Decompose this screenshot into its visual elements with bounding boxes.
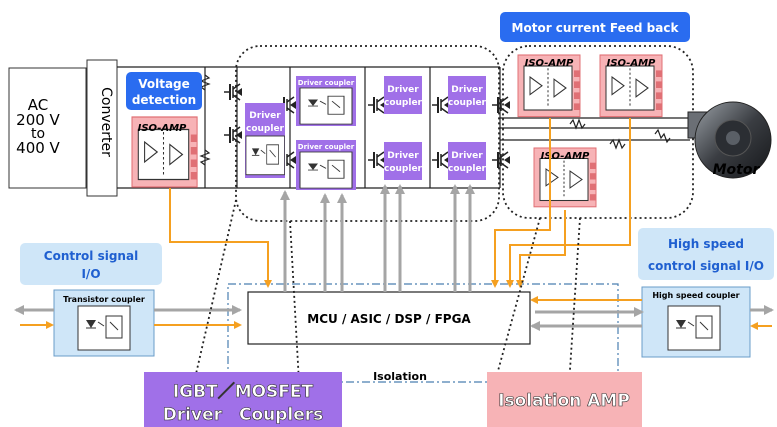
converter-box [86,59,118,197]
svg-text:Driver: Driver [387,151,419,161]
iso-amp-right-1: ISO-AMP [517,54,581,118]
voltage-detection-line1: Voltage [138,77,190,91]
svg-text:Driver: Driver [387,85,419,95]
converter-label: Converter [98,87,114,157]
isolation-label: Isolation [373,370,427,383]
svg-text:Driver: Driver [451,85,483,95]
iso-amp-bottom: ISO-AMP [533,147,597,208]
ac-label: AC [28,96,48,114]
driver-coupler-small-bottom: Driver coupler [296,140,356,190]
transistor-coupler: Transistor coupler [53,289,155,357]
iso-amp-left: ISO-AMP [131,116,198,188]
mcu-label: MCU / ASIC / DSP / FPGA [307,312,471,326]
iso-amp-right-2-label: ISO-AMP [607,58,656,69]
driver-coupler-2-top: Driver coupler [384,76,423,114]
iso-amp-right-2: ISO-AMP [599,54,663,118]
driver-coupler-small-top: Driver coupler [296,76,356,126]
isolation-boundary [227,283,619,383]
igbt-banner-line2: Driver Couplers [163,405,324,425]
io-arrows [14,296,774,331]
high-speed-coupler: High speed coupler [641,286,751,358]
dc-bus-wires [117,66,690,189]
driver-coupler-3-bottom: Driver coupler [448,142,487,180]
ac-source-box [8,67,87,189]
svg-text:coupler: coupler [246,124,285,134]
ac-voltage-low: 200 V [16,111,60,129]
high-speed-io-line2: control signal I/O [648,259,764,273]
igbt-banner [144,372,342,427]
control-io-line2: I/O [81,267,100,281]
iso-amp-bottom-label: ISO-AMP [541,151,590,162]
driver-group-outline [235,45,500,222]
banner-leader-lines [189,199,581,401]
mcu-box [247,291,531,345]
motor-feedback-badge [500,12,690,42]
high-speed-io-line1: High speed [668,237,744,251]
ac-to-label: to [31,126,45,142]
isoamp-feedback-lines [169,118,631,288]
transistor-coupler-label: Transistor coupler [63,295,145,304]
iso-amp-left-label: ISO-AMP [138,123,187,134]
svg-text:Driver coupler: Driver coupler [298,79,355,87]
isolation-amp-banner [487,372,642,427]
svg-text:coupler: coupler [384,164,423,174]
svg-text:coupler: coupler [448,98,487,108]
svg-text:Driver coupler: Driver coupler [298,143,355,151]
voltage-detection-badge [126,72,202,110]
svg-text:Driver: Driver [451,151,483,161]
motor-feedback-label: Motor current Feed back [512,21,680,35]
motor-icon [687,101,772,179]
isolation-amp-banner-label: Isolation AMP [498,391,630,411]
driver-coupler-large: Driver coupler [245,103,285,178]
voltage-detection-line2: detection [132,93,196,107]
driver-coupler-2-bottom: Driver coupler [384,142,423,180]
control-io-line1: Control signal [44,249,138,263]
motor-label: Motor [713,162,761,178]
control-io-badge [20,243,162,285]
high-speed-coupler-label: High speed coupler [652,291,739,300]
svg-text:coupler: coupler [384,98,423,108]
svg-text:Driver: Driver [249,111,281,121]
driver-signal-lines [280,184,475,292]
svg-text:coupler: coupler [448,164,487,174]
iso-amp-right-1-label: ISO-AMP [525,58,574,69]
high-speed-io-badge [638,228,774,280]
igbt-banner-line1: IGBT／MOSFET [173,381,314,402]
ac-voltage-high: 400 V [16,139,60,157]
driver-coupler-3-top: Driver coupler [448,76,487,114]
